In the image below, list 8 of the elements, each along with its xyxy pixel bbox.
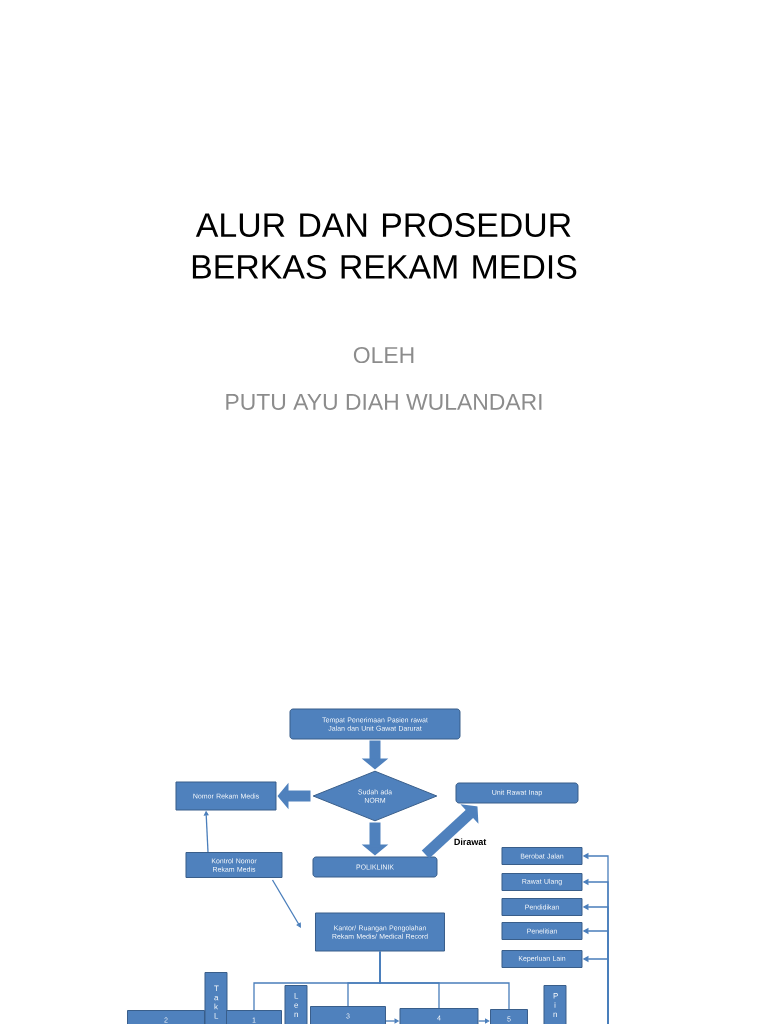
- arrow: [271, 879, 301, 928]
- subtitle: OLEH: [353, 346, 414, 364]
- arrow: [477, 1018, 490, 1024]
- title: ALUR DAN PROSEDUR BERKAS REKAM MEDIS: [192, 213, 577, 279]
- block-arrow: [421, 804, 479, 859]
- subtitle: PUTU AYU DIAH WULANDARI: [226, 394, 542, 410]
- edge-label: Dirawat: [454, 838, 487, 845]
- connector-line: [379, 950, 510, 1010]
